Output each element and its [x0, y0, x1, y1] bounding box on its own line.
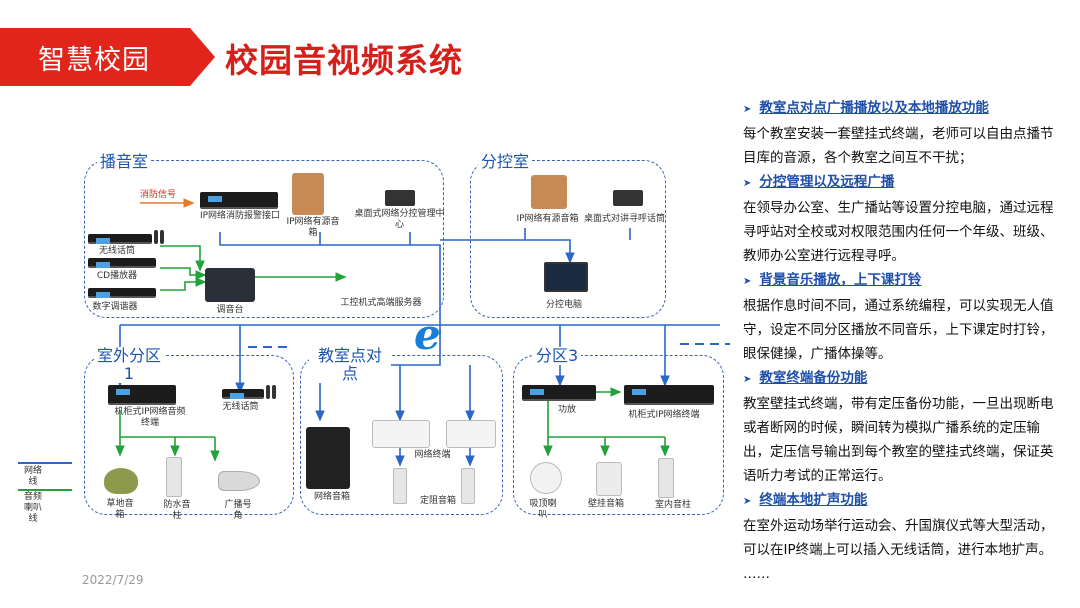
amplifier-device	[522, 385, 596, 401]
fire-signal-label: 消防信号	[139, 190, 176, 200]
branch-pc-label: 分控电脑	[545, 300, 582, 310]
outdoor-wireless-mic-device	[222, 389, 264, 399]
zone3-rack-terminal-label: 机柜式IP网络终端	[628, 410, 700, 420]
branch-active-speaker-device	[531, 175, 567, 209]
network-speaker-label: 网络音箱	[313, 492, 350, 502]
outdoor-mic-icon-2	[272, 385, 276, 399]
horn-speaker-device	[218, 471, 260, 491]
outdoor-mic-icon	[266, 385, 270, 399]
section-heading-1: ➤教室点对点广播播放以及本地播放功能	[743, 96, 1065, 122]
zone-district-3	[513, 355, 724, 515]
outdoor-rack-terminal-label: 机柜式IP网络音频终端	[114, 407, 186, 428]
indoor-column-label: 室内音柱	[654, 500, 691, 510]
page-title: 校园音视频系统	[225, 41, 463, 80]
active-speaker-device	[292, 173, 324, 215]
branch-active-speaker-label: IP网络有源音箱	[516, 214, 579, 224]
digital-tuner-label: 数字调谐器	[92, 302, 138, 312]
outdoor-wireless-mic-label: 无线话筒	[222, 402, 259, 412]
ceiling-speaker-device	[530, 462, 562, 494]
handheld-mic-icon	[154, 230, 158, 244]
zone-district-3-title: 分区3	[533, 347, 582, 365]
header-tag: 智慧校园	[38, 45, 150, 76]
legend-network-line	[18, 462, 72, 464]
handheld-mic-icon-2	[160, 230, 164, 244]
network-speaker-device	[306, 427, 350, 489]
zone-branch-title: 分控室	[478, 153, 533, 171]
ceiling-speaker-label: 吸顶喇叭	[529, 499, 557, 520]
section-body-4: 教室壁挂式终端，带有定压备份功能，一旦出现断电或者断网的时候，瞬间转为模拟广播系…	[743, 396, 1054, 484]
cd-player-device	[88, 258, 156, 268]
legend-audio-label: 音频喇叭线	[23, 492, 42, 524]
section-heading-2: ➤分控管理以及远程广播	[743, 170, 1065, 196]
zone-outdoor-title: 室外分区1	[94, 347, 164, 383]
zone-outdoor	[84, 355, 294, 515]
amplifier-label: 功放	[557, 405, 576, 415]
indoor-column-device	[658, 458, 674, 498]
lawn-speaker-device	[104, 468, 138, 494]
section-body-1: 每个教室安装一套壁挂式终端，老师可以自由点播节目库的音源，各个教室之间互不干扰；	[743, 126, 1054, 166]
fixed-speaker-label: 定阻音箱	[419, 496, 456, 506]
network-hub-icon: e	[414, 310, 441, 359]
mixer-label: 调音台	[216, 305, 244, 315]
server-label: 工控机式高端服务器	[340, 298, 422, 308]
legend-network-label: 网络线	[23, 466, 42, 487]
chevron-right-icon: ➤	[743, 276, 752, 287]
fire-alarm-interface-label: IP网络消防报警接口	[199, 211, 281, 221]
waterproof-column-device	[166, 457, 182, 497]
active-speaker-label: IP网络有源音箱	[286, 217, 340, 238]
network-terminal-device-2	[446, 420, 496, 448]
section-heading-3: ➤背景音乐播放，上下课打铃	[743, 268, 1065, 294]
chevron-right-icon: ➤	[743, 374, 752, 385]
network-terminal-label: 网络终端	[414, 450, 451, 460]
feature-description-panel: ➤教室点对点广播播放以及本地播放功能 每个教室安装一套壁挂式终端，老师可以自由点…	[743, 96, 1065, 586]
cd-player-label: CD播放器	[96, 271, 138, 281]
waterproof-column-label: 防水音柱	[163, 500, 191, 521]
wireless-mic-receiver	[88, 234, 152, 244]
zone-classroom-title: 教室点对点	[309, 347, 391, 383]
chevron-right-icon: ➤	[743, 496, 752, 507]
fixed-speaker-device	[393, 468, 407, 504]
legend-audio-line	[18, 489, 72, 491]
section-heading-4: ➤教室终端备份功能	[743, 366, 1065, 392]
slide-date: 2022/7/29	[82, 573, 144, 587]
section-body-3: 根据作息时间不同，通过系统编程，可以实现无人值守，设定不同分区播放不同音乐，上下…	[743, 298, 1054, 362]
fire-alarm-interface-device	[200, 192, 278, 209]
outdoor-rack-terminal-device	[108, 385, 176, 405]
wall-speaker-device	[596, 462, 622, 496]
network-terminal-device	[372, 420, 430, 448]
section-body-2: 在领导办公室、生广播站等设置分控电脑，通过远程寻呼站对全校或对权限范围内任何一个…	[743, 200, 1054, 264]
lawn-speaker-label: 草地音箱	[106, 499, 134, 520]
horn-speaker-label: 广播号角	[224, 500, 252, 521]
zone-classroom	[300, 355, 503, 515]
zone-branch-room	[470, 160, 666, 318]
section-body-5: 在室外运动场举行运动会、升国旗仪式等大型活动，可以在IP终端上可以插入无线话筒，…	[743, 518, 1054, 558]
zone-broadcast-room	[84, 160, 444, 318]
digital-tuner-device	[88, 288, 156, 298]
fixed-speaker-device-2	[461, 468, 475, 504]
mixer-device	[205, 268, 255, 302]
header-banner	[0, 28, 215, 86]
chevron-right-icon: ➤	[743, 178, 752, 189]
desk-mic-device	[385, 190, 415, 206]
zone3-rack-terminal-device	[624, 385, 714, 405]
branch-intercom-device	[613, 190, 643, 206]
section-heading-5: ➤终端本地扩声功能	[743, 488, 1065, 514]
ellipsis: ……	[743, 566, 770, 582]
wireless-mic-label: 无线话筒	[98, 246, 135, 256]
branch-pc-device	[544, 262, 588, 292]
branch-intercom-label: 桌面式对讲寻呼话筒	[583, 214, 665, 224]
system-diagram: 播音室 分控室 室外分区1 教室点对点 分区3 消防信号 IP网络消防报警接口 …	[18, 153, 730, 524]
zone-broadcast-title: 播音室	[97, 153, 152, 171]
wall-speaker-label: 壁挂音箱	[588, 499, 625, 509]
desk-mic-label: 桌面式网络分控管理中心	[354, 209, 445, 230]
chevron-right-icon: ➤	[743, 104, 752, 115]
